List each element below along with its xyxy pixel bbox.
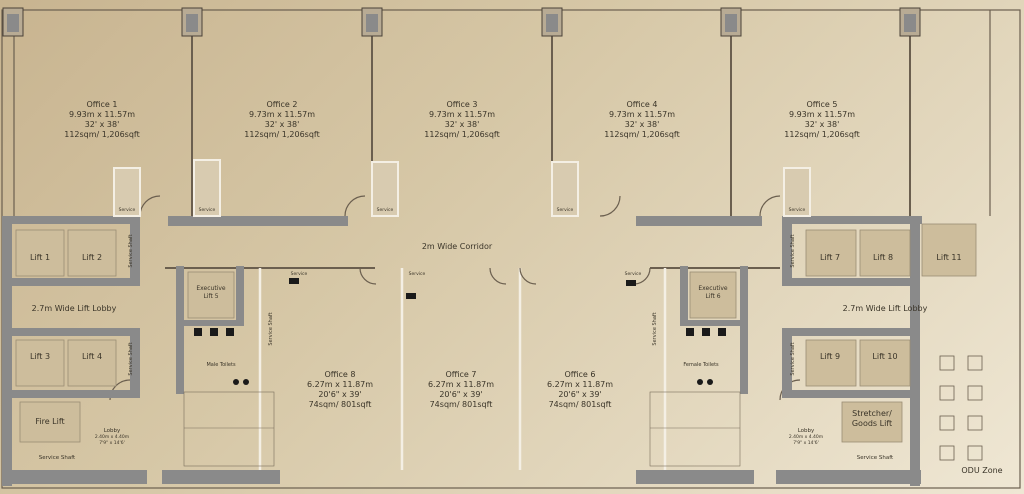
service-closet: Service [118,208,136,213]
service-shaft-vertical: Service Shaft [128,342,134,376]
office-dims-ft: 20'6" x 39' [439,390,483,399]
office-dims-ft: 32' x 38' [444,120,480,129]
exec-lift-number: Lift 6 [705,292,721,300]
office-name: Office 2 [266,100,298,109]
lobby-right: Lobby 2.40m x 4.40m 7'9" x 14'6' [786,428,826,446]
service-closet: Service [198,208,216,213]
office-dims-m: 9.73m x 11.57m [428,110,496,119]
office-dims-m: 9.93m x 11.57m [788,110,856,119]
office-area: 74sqm/ 801sqft [429,400,493,409]
lift-2: Lift 2 [81,253,103,262]
office-dims-ft: 32' x 38' [84,120,120,129]
executive-lift-6: Executive Lift 6 [683,285,743,300]
office-area: 112sqm/ 1,206sqft [424,130,500,139]
lift-7: Lift 7 [819,253,841,262]
lift-10: Lift 10 [872,352,898,361]
exec-lift-label: Executive [196,285,226,292]
lobby-dims-ft: 7'9" x 14'6' [99,440,125,446]
executive-lift-5: Executive Lift 5 [181,285,241,300]
office-area: 112sqm/ 1,206sqft [784,130,860,139]
lift-9: Lift 9 [819,352,841,361]
lobby-dims-m: 2.40m x 4.40m [788,434,824,440]
office-dims-m: 6.27m x 11.87m [306,380,374,389]
stretcher-goods-lift: Stretcher/ Goods Lift [842,409,902,429]
service-shaft-vertical: Service Shaft [790,342,796,376]
lift-8: Lift 8 [872,253,894,262]
lift-3: Lift 3 [29,352,51,361]
service-closet: Service [788,208,806,213]
office-dims-m: 9.73m x 11.57m [608,110,676,119]
lobby-dims-ft: 7'9" x 14'6' [793,440,819,446]
office-dims-ft: 20'6" x 39' [558,390,602,399]
service-closet: Service [556,208,574,213]
office-dims-ft: 32' x 38' [624,120,660,129]
service-shaft-vertical: Service Shaft [790,234,796,268]
office-name: Office 4 [626,100,658,109]
service-shaft-vertical: Service Shaft [652,312,658,346]
office-area: 74sqm/ 801sqft [548,400,612,409]
odu-zone: ODU Zone [961,466,1003,475]
office-name: Office 3 [446,100,478,109]
office-area: 112sqm/ 1,206sqft [604,130,680,139]
office-3: Office 3 9.73m x 11.57m 32' x 38' 112sqm… [397,100,527,140]
office-dims-ft: 32' x 38' [804,120,840,129]
office-dims-m: 6.27m x 11.87m [427,380,495,389]
office-8: Office 8 6.27m x 11.87m 20'6" x 39' 74sq… [275,370,405,410]
lift-lobby-right: 2.7m Wide Lift Lobby [842,304,928,313]
corridor-label: 2m Wide Corridor [421,242,493,251]
service-shaft-vertical: Service Shaft [268,312,274,346]
office-area: 74sqm/ 801sqft [308,400,372,409]
service-shaft-bottom-right: Service Shaft [856,455,894,461]
stretcher-lift-line-1: Stretcher/ [852,409,892,418]
service-closet: Service [408,272,426,277]
exec-lift-number: Lift 5 [203,292,219,300]
lobby-name: Lobby [797,428,815,434]
lobby-name: Lobby [103,428,121,434]
office-dims-ft: 32' x 38' [264,120,300,129]
office-5: Office 5 9.93m x 11.57m 32' x 38' 112sqm… [757,100,887,140]
office-4: Office 4 9.73m x 11.57m 32' x 38' 112sqm… [577,100,707,140]
office-name: Office 6 [564,370,596,379]
lobby-dims-m: 2.40m x 4.40m [94,434,130,440]
service-shaft-vertical: Service Shaft [128,234,134,268]
office-name: Office 5 [806,100,838,109]
lift-lobby-left: 2.7m Wide Lift Lobby [31,304,117,313]
office-6: Office 6 6.27m x 11.87m 20'6" x 39' 74sq… [515,370,645,410]
office-area: 112sqm/ 1,206sqft [244,130,320,139]
lift-11: Lift 11 [936,253,962,262]
office-name: Office 7 [445,370,477,379]
service-shaft-bottom-left: Service Shaft [38,455,76,461]
office-area: 112sqm/ 1,206sqft [64,130,140,139]
office-dims-m: 9.93m x 11.57m [68,110,136,119]
service-closet: Service [290,272,308,277]
lift-1: Lift 1 [29,253,51,262]
office-dims-ft: 20'6" x 39' [318,390,362,399]
lobby-left: Lobby 2.40m x 4.40m 7'9" x 14'6' [92,428,132,446]
exec-lift-label: Executive [698,285,728,292]
fire-lift: Fire Lift [35,417,65,426]
office-7: Office 7 6.27m x 11.87m 20'6" x 39' 74sq… [396,370,526,410]
lift-4: Lift 4 [81,352,103,361]
office-name: Office 8 [324,370,356,379]
office-dims-m: 6.27m x 11.87m [546,380,614,389]
service-closet: Service [624,272,642,277]
service-closet: Service [376,208,394,213]
stretcher-lift-line-2: Goods Lift [851,419,893,428]
office-1: Office 1 9.93m x 11.57m 32' x 38' 112sqm… [37,100,167,140]
male-toilets: Male Toilets [206,362,236,368]
female-toilets: Female Toilets [683,362,719,368]
office-2: Office 2 9.73m x 11.57m 32' x 38' 112sqm… [217,100,347,140]
office-dims-m: 9.73m x 11.57m [248,110,316,119]
office-name: Office 1 [86,100,118,109]
